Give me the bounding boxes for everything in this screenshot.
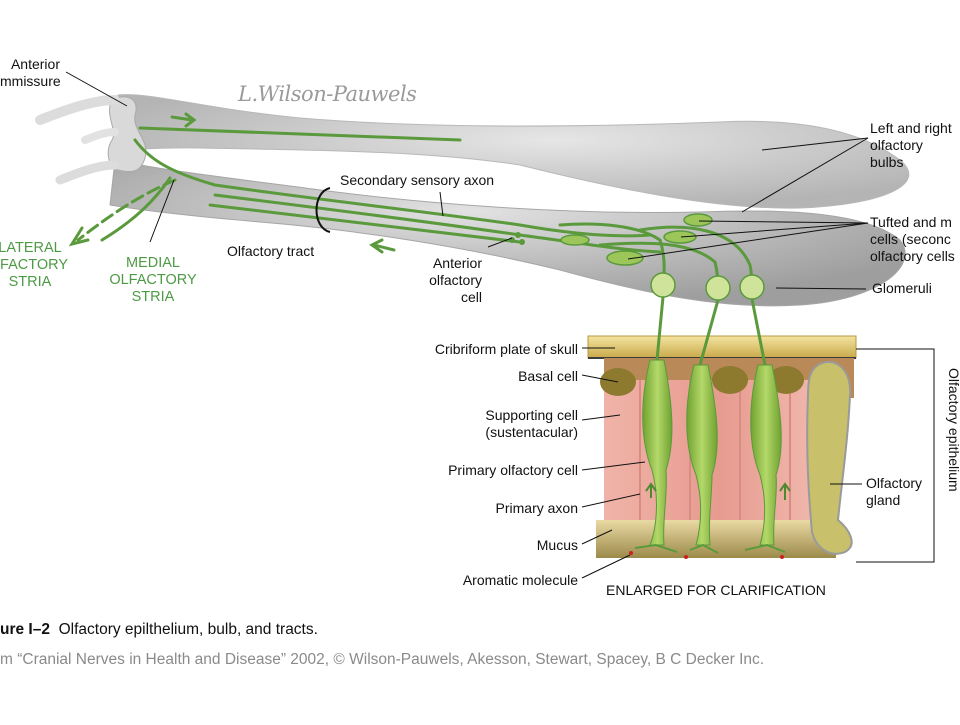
- label-basal-cell: Basal cell: [518, 368, 578, 384]
- figure-caption: ure I–2 Olfactory epilthelium, bulb, and…: [0, 621, 318, 639]
- label-anterior-commissure: Anterior mmissure: [0, 56, 61, 89]
- tract-bracket: [315, 187, 331, 233]
- label-mucus: Mucus: [536, 537, 578, 553]
- label-olfactory-gland: Olfactory gland: [866, 475, 923, 508]
- label-lateral-olfactory-stria: LATERAL LFACTORY STRIA: [0, 240, 69, 290]
- label-cribriform-plate: Cribriform plate of skull: [434, 341, 578, 357]
- upper-olfactory-tract: [117, 94, 910, 209]
- medial-stria-path: [100, 176, 172, 242]
- figure-source: m “Cranial Nerves in Health and Disease”…: [0, 651, 765, 668]
- anterior-commissure: [107, 96, 147, 173]
- figure-number: ure I–2: [0, 621, 50, 638]
- label-aromatic-molecule: Aromatic molecule: [462, 572, 578, 588]
- label-olfactory-epithelium: Olfactory epithelium: [946, 368, 960, 492]
- figure-title: Olfactory epilthelium, bulb, and tracts.: [58, 621, 318, 638]
- olfactory-gland: [806, 360, 853, 555]
- mitral-tufted-cells: [509, 213, 713, 266]
- label-olfactory-bulbs: Left and right olfactory bulbs: [870, 120, 952, 170]
- label-enlarged-for-clarification: ENLARGED FOR CLARIFICATION: [606, 582, 826, 598]
- label-medial-olfactory-stria: MEDIAL OLFACTORY STRIA: [109, 255, 197, 305]
- leader-lines: [65, 71, 935, 579]
- primary-olfactory-cells: [629, 296, 791, 559]
- upper-arrow: [170, 115, 194, 122]
- glomeruli: [650, 272, 765, 301]
- label-primary-olfactory-cell: Primary olfactory cell: [448, 462, 578, 478]
- cribriform-plate: [587, 335, 857, 359]
- label-tufted-mitral-cells: Tufted and m cells (seconc olfactory cel…: [870, 214, 955, 264]
- label-supporting-cell: Supporting cell (sustentacular): [485, 407, 578, 440]
- tract-arrow: [372, 243, 396, 252]
- label-olfactory-tract: Olfactory tract: [227, 243, 315, 259]
- label-secondary-sensory-axon: Secondary sensory axon: [340, 172, 495, 188]
- artist-signature: L.Wilson-Pauwels: [238, 82, 417, 106]
- label-primary-axon: Primary axon: [495, 500, 578, 516]
- label-glomeruli: Glomeruli: [872, 280, 932, 296]
- supporting-cells: [604, 380, 834, 525]
- epithelium-section: [587, 335, 857, 558]
- label-anterior-olfactory-cell: Anterior olfactory cell: [429, 255, 482, 305]
- nerve-pathways: [68, 112, 754, 290]
